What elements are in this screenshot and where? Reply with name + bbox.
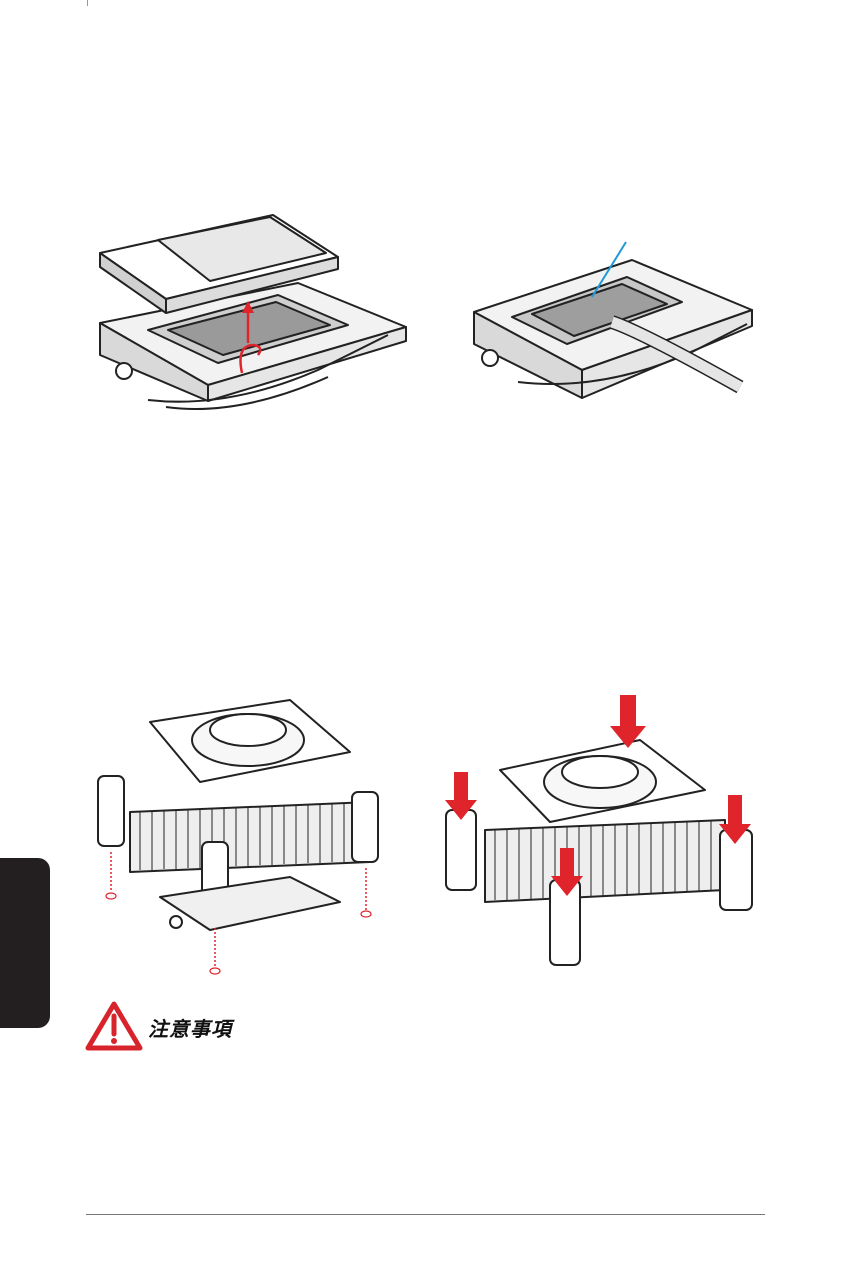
- cooler-alignment-illustration: [90, 692, 400, 977]
- thermal-paste-illustration: [462, 232, 762, 412]
- notice-title: 注意事項: [148, 1013, 232, 1042]
- footer-rule: [86, 1214, 765, 1215]
- cooler-press-illustration: [440, 690, 765, 975]
- warning-triangle-icon: [84, 1000, 144, 1052]
- top-rule: [87, 0, 88, 6]
- notice-header: 注意事項: [84, 1000, 404, 1052]
- chapter-side-tab: [0, 858, 50, 1028]
- cpu-socket-open-illustration: [88, 195, 418, 415]
